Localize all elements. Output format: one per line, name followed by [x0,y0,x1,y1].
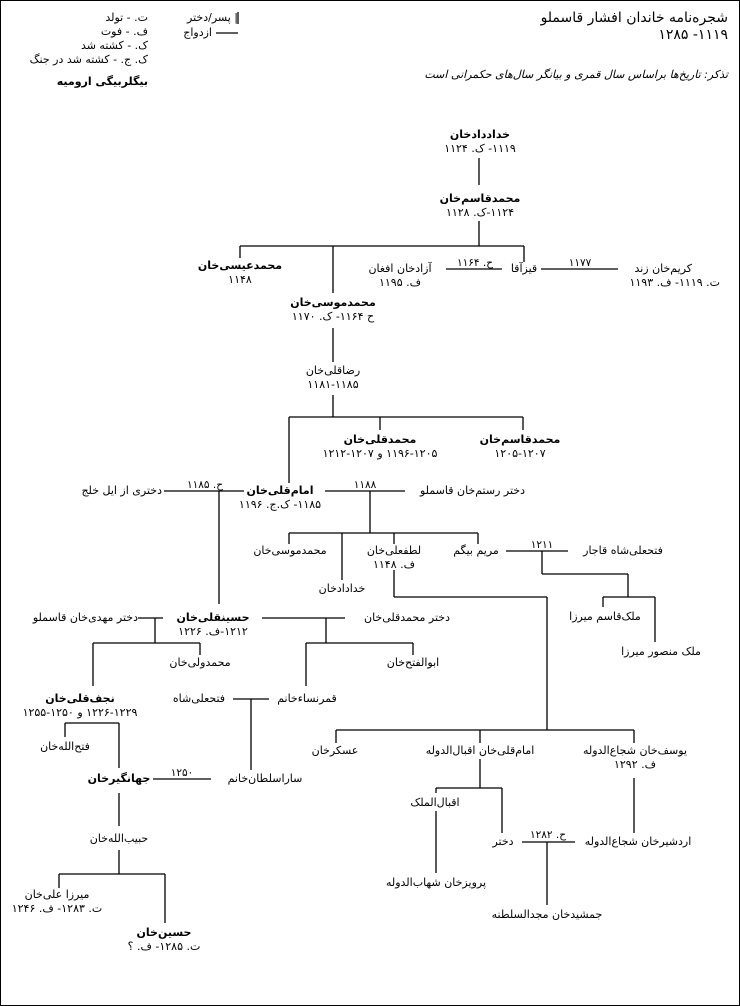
person-name: کریم‌خان زند [634,262,692,275]
person-dates: ۱۲۱۲-ف. ۱۲۲۶ [178,625,248,638]
marriage-label-dokhtar-ardeshir: ح. ۱۲۸۲ [529,829,566,841]
person-najaf[interactable]: نجف‌قلی‌خان ۱۲۲۶-۱۲۲۹ و ۱۲۵۰-۱۲۵۵ [10,692,150,720]
person-dates: ۱۱۱۹- ک. ۱۱۲۴ [444,142,516,155]
marriage-label-qizaqa-karim: ۱۱۷۷ [568,257,592,269]
person-karim[interactable]: کریم‌خان زند ت. ۱۱۱۹- ف. ۱۱۹۳ [620,262,720,290]
person-dates: ۱۱۸۱-۱۱۸۵ [307,378,359,391]
person-habib[interactable]: حبیب‌الله‌خان [89,832,149,845]
person-mmusa[interactable]: محمدموسی‌خان ح ۱۱۶۴- ک. ۱۱۷۰ [273,296,393,324]
person-askar[interactable]: عسکرخان [311,744,359,757]
person-mqasem2[interactable]: محمدقاسم‌خان ۱۲۰۵-۱۲۰۷ [460,433,580,461]
person-khodadad2[interactable]: خدادادخان [318,582,366,595]
legend-abbr-birth: ت. - تولد [105,11,148,24]
person-name: میرزا علی‌خان [24,888,90,901]
person-hosein2[interactable]: حسین‌خان ت. ۱۲۸۵- ف. ؟ [114,926,214,954]
person-rostam-daughter[interactable]: دختر رستم‌خان قاسملو [420,484,525,497]
person-name: محمدعیسی‌خان [197,259,283,272]
person-emam[interactable]: امام‌قلی‌خان ۱۱۸۵- ک.ج. ۱۱۹۶ [230,484,330,512]
person-name: خداددادخان [449,128,511,141]
person-hosein[interactable]: حسینقلی‌خان ۱۲۱۲-ف. ۱۲۲۶ [165,611,261,639]
chart-note: تذکر: تاریخ‌ها براساس سال قمری و بیانگر … [424,68,728,81]
person-dates: ۱۱۲۴-ک. ۱۱۲۸ [445,206,515,219]
person-mmusa2[interactable]: محمدموسی‌خان [253,544,327,557]
person-lotf[interactable]: لطفعلی‌خان ف. ۱۱۴۸ [354,544,434,572]
person-mahdi-daughter[interactable]: دختر مهدی‌خان قاسملو [32,611,138,624]
legend-abbr-death: ف. - فوت [100,25,148,38]
marriage-label-maryam-fathali: ۱۲۱۱ [530,539,554,551]
person-dates: ۱۱۴۸ [228,273,252,286]
marriage-label-jahangir-sara: ۱۲۵۰ [170,767,194,779]
person-malek-qasem[interactable]: ملک‌قاسم میرزا [569,610,641,623]
person-khalaj[interactable]: دختری از ایل خلج [81,484,162,497]
legend-office: بیگلربیگی ارومیه [56,75,148,88]
marriage-label-emam-khalaj: ح. ۱۱۸۵ [186,479,223,491]
person-name: حسین‌خان [136,926,192,939]
person-jahangir[interactable]: جهانگیرخان [87,772,151,785]
legend-abbr-killed: ک. - کشته شد [80,39,148,52]
legend-child-label: | پسر/دختر [187,11,238,24]
person-jamshid[interactable]: جمشیدخان مجدالسلطنه [491,908,603,921]
person-mqoli-daughter[interactable]: دختر محمدقلی‌خان [363,611,450,624]
person-dates: ۱۱۹۶-۱۲۰۵ و ۱۲۰۷-۱۲۱۲ [322,447,438,460]
person-name: محمدقاسم‌خان [439,192,521,205]
person-name: محمدموسی‌خان [290,296,376,309]
person-malek-mansur[interactable]: ملک منصور میرزا [621,645,701,658]
person-khodadad[interactable]: خداددادخان ۱۱۱۹- ک. ۱۱۲۴ [420,128,540,156]
person-name: یوسف‌خان شجاع‌الدوله [582,744,688,757]
marriage-label-emam-rostam: ۱۱۸۸ [353,479,377,491]
person-ardeshir[interactable]: اردشیرخان شجاع‌الدوله [584,835,692,848]
person-name: محمدقلی‌خان [343,433,417,446]
marriage-label-azad-qizaqa: ح. ۱۱۶۴ [456,257,493,269]
person-qizaqa[interactable]: قیزآقا [510,262,538,275]
chart-years: ۱۱۱۹- ۱۲۸۵ [658,27,728,43]
person-qamar[interactable]: قمرنساءخانم [277,692,337,705]
person-parviz[interactable]: پرویزخان شهاب‌الدوله [385,876,487,889]
person-dates: ۱۱۸۵- ک.ج. ۱۱۹۶ [238,498,322,511]
person-sara[interactable]: ساراسلطان‌خانم [227,772,303,785]
person-name: آزادخان افغان [368,262,432,275]
person-mvali[interactable]: محمدولی‌خان [169,656,231,669]
person-name: حسینقلی‌خان [176,611,250,624]
person-dates: ت. ۱۱۱۹- ف. ۱۱۹۳ [629,276,720,289]
person-abolfath[interactable]: ابوالفتح‌خان [386,656,440,669]
person-dates: ت. ۱۲۸۳- ف. ۱۲۴۶ [11,902,103,915]
person-maryam[interactable]: مریم بیگم [453,544,499,557]
person-dates: ۱۲۰۵-۱۲۰۷ [494,447,546,460]
person-fathali-shah[interactable]: فتحعلی‌شاه [172,692,226,705]
person-fathollah[interactable]: فتح‌الله‌خان [40,740,90,753]
person-azad[interactable]: آزادخان افغان ف. ۱۱۹۵ [360,262,440,290]
person-dates: ف. ۱۱۹۵ [378,276,422,289]
person-dates: ت. ۱۲۸۵- ف. ؟ [127,940,201,953]
person-mqoli[interactable]: محمدقلی‌خان ۱۱۹۶-۱۲۰۵ و ۱۲۰۷-۱۲۱۲ [300,433,460,461]
person-name: رضاقلی‌خان [305,364,361,377]
person-reza[interactable]: رضاقلی‌خان ۱۱۸۱-۱۱۸۵ [273,364,393,392]
person-fathali-qajar[interactable]: فتحعلی‌شاه قاجار [583,544,663,557]
person-eqbal[interactable]: اقبال‌الملک [410,796,460,809]
person-name: محمدقاسم‌خان [479,433,561,446]
person-mqasem1[interactable]: محمدقاسم‌خان ۱۱۲۴-ک. ۱۱۲۸ [420,192,540,220]
person-name: لطفعلی‌خان [366,544,422,557]
person-name: امام‌قلی‌خان [246,484,314,497]
person-meisa[interactable]: محمدعیسی‌خان ۱۱۴۸ [180,259,300,287]
person-mirza-ali[interactable]: میرزا علی‌خان ت. ۱۲۸۳- ف. ۱۲۴۶ [2,888,112,916]
person-dates: ف. ۱۱۴۸ [372,558,416,571]
legend-marriage-label: ازدواج [183,26,212,39]
person-dokhtar[interactable]: دختر [492,835,514,848]
chart-title: شجره‌نامه خاندان افشار قاسملو [540,10,728,26]
person-yusof[interactable]: یوسف‌خان شجاع‌الدوله ف. ۱۲۹۲ [570,744,700,772]
person-emam2[interactable]: امام‌قلی‌خان اقبال‌الدوله [425,744,535,757]
person-dates: ف. ۱۲۹۲ [613,758,657,771]
person-dates: ح ۱۱۶۴- ک. ۱۱۷۰ [291,310,375,323]
person-name: نجف‌قلی‌خان [45,692,115,705]
legend-abbr-killed-battle: ک. ج. - کشته شد در جنگ [29,53,148,66]
person-dates: ۱۲۲۶-۱۲۲۹ و ۱۲۵۰-۱۲۵۵ [22,706,138,719]
